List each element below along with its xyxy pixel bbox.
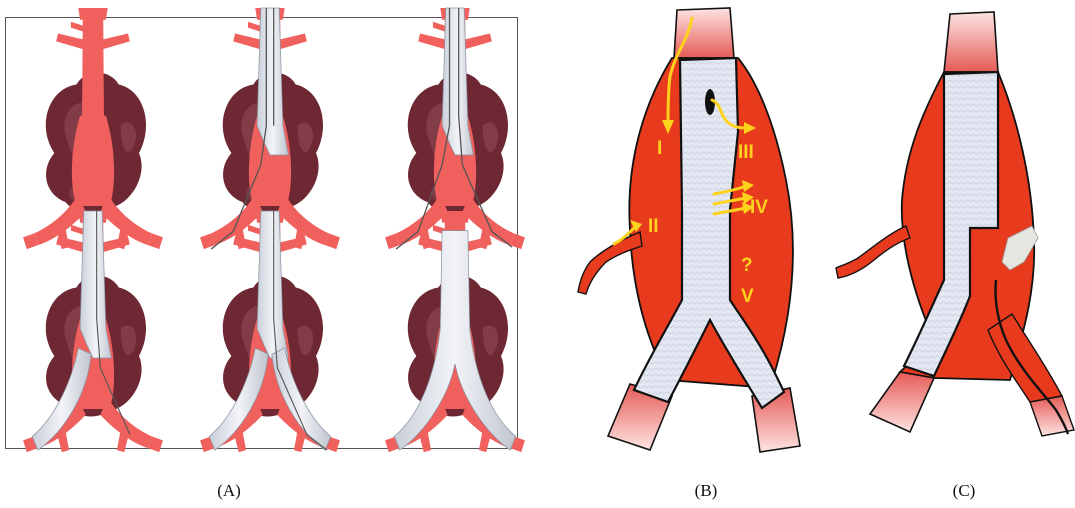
caption-b: (B)	[676, 481, 736, 501]
panel-b: I II III IV ? V	[578, 8, 800, 452]
label-type-i: I	[657, 138, 662, 159]
lumbar-artery-c	[836, 226, 910, 278]
aorta-proximal-stump-c	[944, 12, 998, 72]
caption-a: (A)	[199, 481, 259, 501]
left-iliac-stump-c	[870, 372, 934, 432]
aorta-proximal-stump	[674, 8, 734, 58]
label-type-iv: IV	[750, 197, 768, 218]
caption-c: (C)	[934, 481, 994, 501]
label-type-question: ?	[741, 255, 753, 276]
panel-a	[6, 8, 525, 452]
label-type-iii: III	[738, 142, 754, 163]
panel-c	[836, 12, 1074, 436]
label-type-v: V	[741, 286, 754, 307]
label-type-ii: II	[648, 216, 659, 237]
